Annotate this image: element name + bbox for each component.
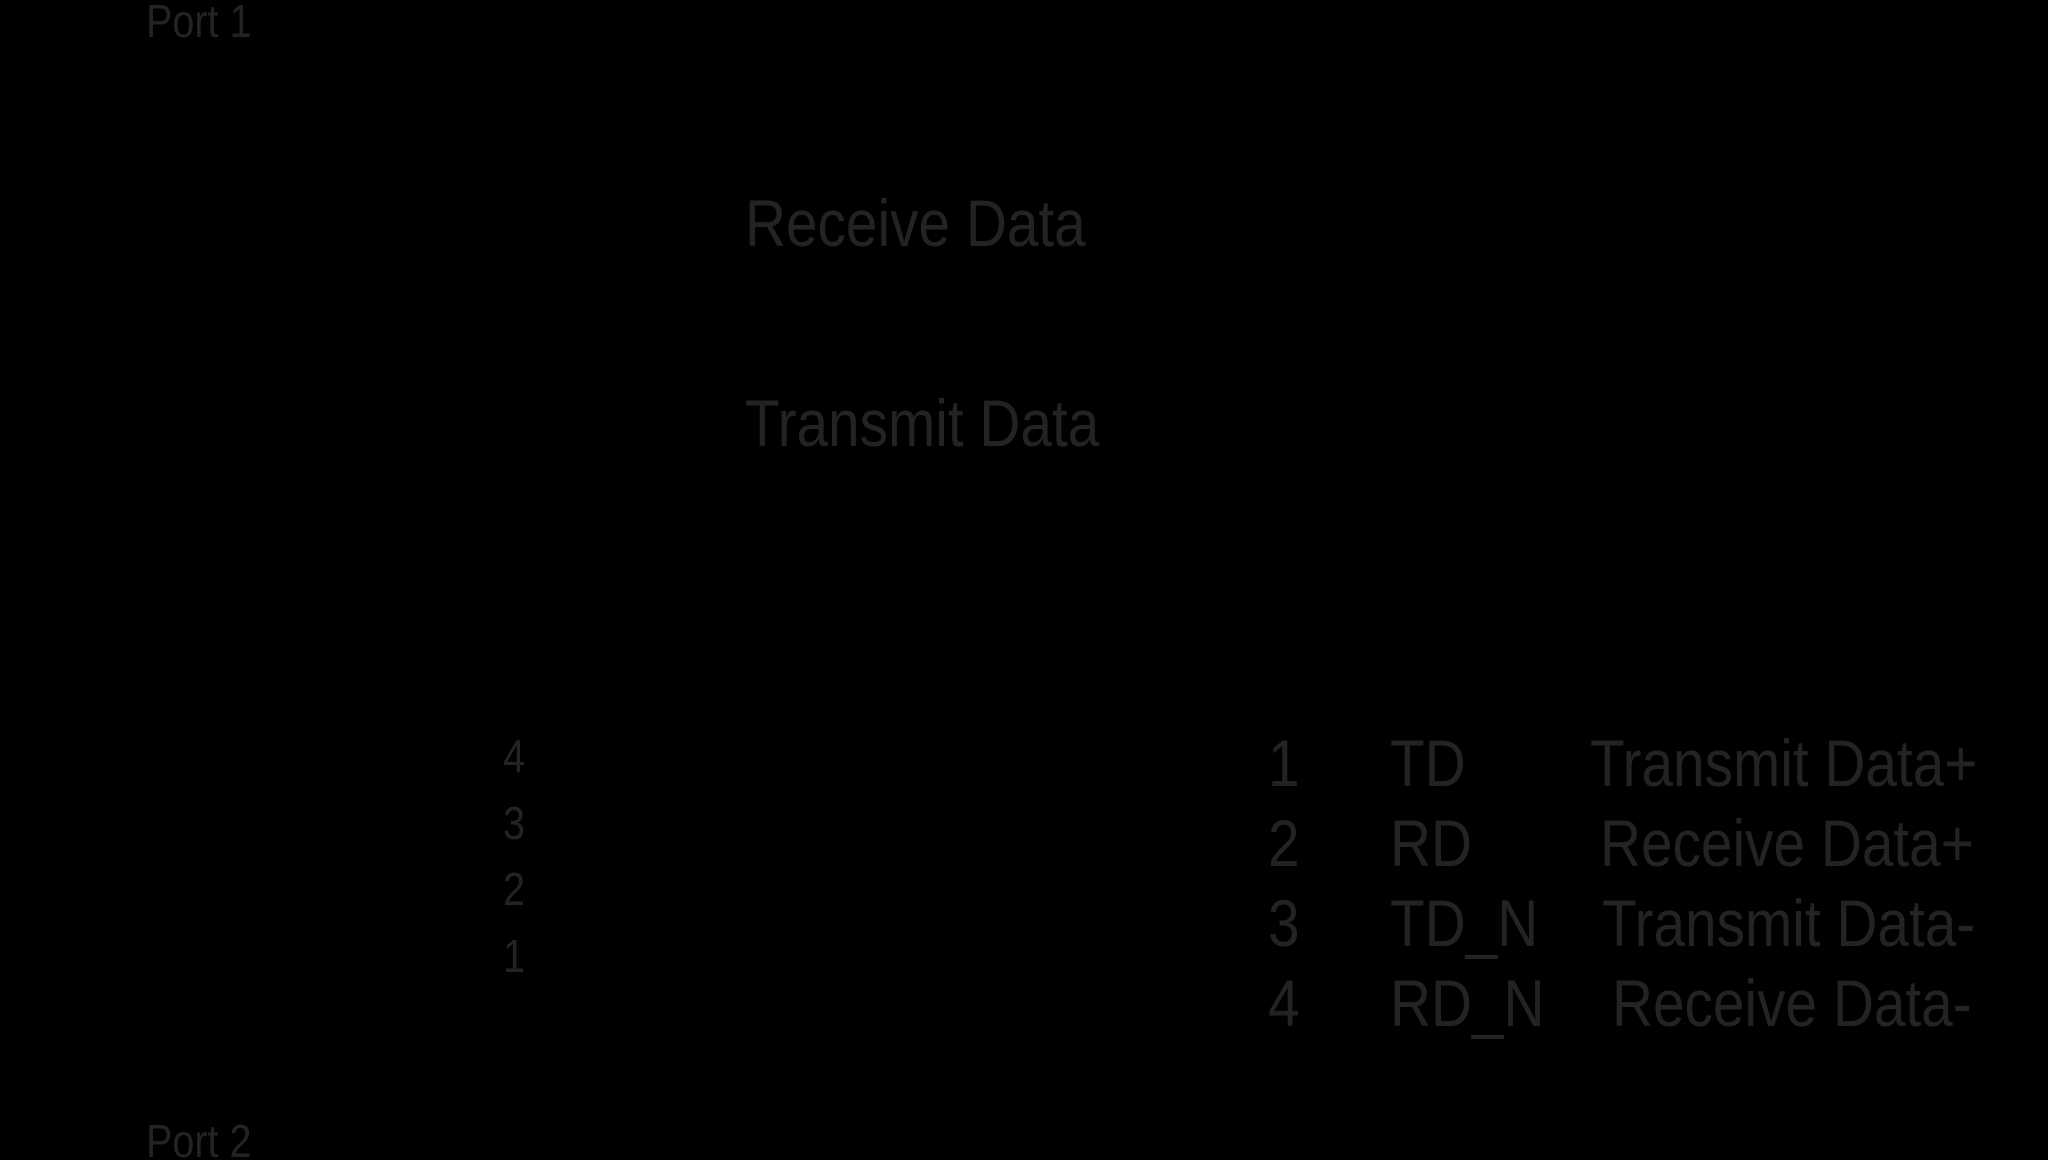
pin-number: 1	[1268, 726, 1300, 800]
pin-number: 4	[1268, 966, 1300, 1040]
pin-number: 2	[1268, 806, 1300, 880]
connector-pin-label: 2	[503, 863, 526, 915]
signal-description: Transmit Data-	[1602, 886, 1976, 960]
connector-pin-label: 1	[503, 930, 526, 982]
signal-description: Transmit Data+	[1590, 726, 1978, 800]
signal-description: Receive Data+	[1600, 806, 1974, 880]
port-1-label: Port 1	[146, 0, 252, 47]
transmit-data-label: Transmit Data	[745, 386, 1100, 460]
signal-description: Receive Data-	[1612, 966, 1972, 1040]
receive-data-label: Receive Data	[745, 186, 1086, 260]
port-2-label: Port 2	[146, 1115, 252, 1160]
pin-number: 3	[1268, 886, 1300, 960]
signal-name: RD	[1390, 806, 1472, 880]
connector-pin-label: 3	[503, 797, 526, 849]
signal-name: TD	[1390, 726, 1466, 800]
signal-name: TD_N	[1390, 886, 1539, 960]
connector-pin-label: 4	[503, 730, 526, 782]
signal-name: RD_N	[1390, 966, 1545, 1040]
